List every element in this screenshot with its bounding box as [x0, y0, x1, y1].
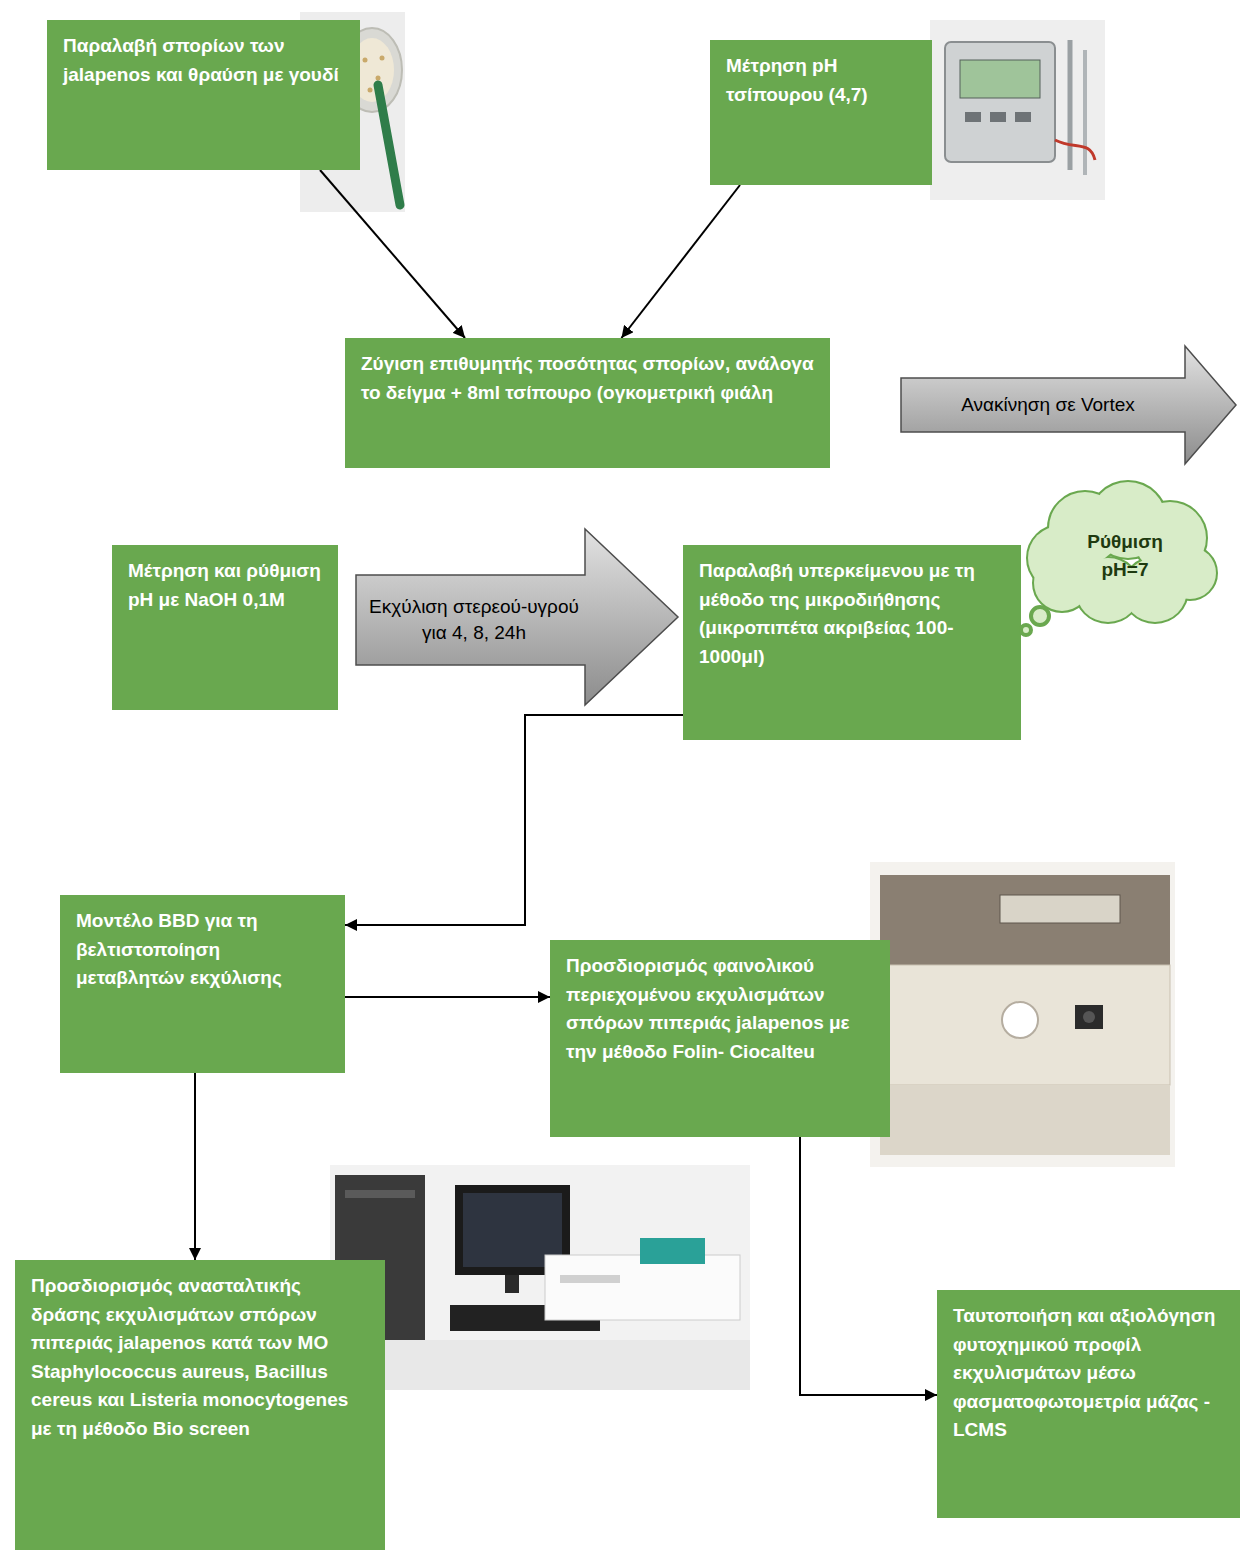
node-text: Ζύγιση επιθυμητής ποσότητας σπορίων, ανά…: [361, 350, 814, 407]
process-box: Ζύγιση επιθυμητής ποσότητας σπορίων, ανά…: [345, 338, 830, 468]
process-box: Μέτρηση και ρύθμιση pH με NaOH 0,1M: [112, 545, 338, 710]
flow-arrow: [345, 996, 550, 998]
text-area: Ανακίνηση σε Vortex: [914, 378, 1182, 432]
process-box: Παραλαβή σπορίων των jalapenos και θραύσ…: [47, 20, 360, 170]
flow-arrow: [320, 170, 465, 338]
node-text: Μέτρηση και ρύθμιση pH με NaOH 0,1M: [128, 557, 322, 614]
cloud-outline-part: [1034, 555, 1090, 611]
block-arrow-body: [356, 529, 678, 705]
cloud-outline: [1000, 478, 1218, 638]
text-area: Εκχύλιση στερεού-υγρού για 4, 8, 24h: [365, 575, 583, 665]
arrow-shape: Ανακίνηση σε Vortex: [900, 345, 1238, 465]
node-text: Παραλαβή σπορίων των jalapenos και θραύσ…: [63, 32, 344, 89]
ph-meter-photo: [930, 20, 1105, 200]
process-box: Προσδιορισμός ανασταλτικής δράσης εκχυλι…: [15, 1260, 385, 1550]
node-text: Εκχύλιση στερεού-υγρού για 4, 8, 24h: [365, 594, 583, 645]
process-box: Ταυτοποιήση και αξιολόγηση φυτοχημικού π…: [937, 1290, 1240, 1518]
bioscreen-photo: [330, 1165, 750, 1390]
spectrophotometer-photo: [870, 862, 1175, 1167]
flow-arrow: [194, 1073, 196, 1260]
node-text: Μοντέλο BBD για τη βελτιστοποίηση μεταβλ…: [76, 907, 329, 993]
text-area: Ρύθμιση pH=7: [1065, 523, 1185, 589]
block-arrow-body: [901, 346, 1236, 464]
process-box: Προσδιορισμός φαινολικού περιεχομένου εκ…: [550, 940, 890, 1137]
node-text: Προσδιορισμός φαινολικού περιεχομένου εκ…: [566, 952, 874, 1066]
node-text: Ανακίνηση σε Vortex: [961, 392, 1135, 418]
process-box: Μοντέλο BBD για τη βελτιστοποίηση μεταβλ…: [60, 895, 345, 1073]
flow-arrow: [621, 185, 740, 338]
node-text: Μέτρηση pH τσίπουρου (4,7): [726, 52, 916, 109]
flow-arrow: [800, 1137, 937, 1395]
flow-arrow: [345, 715, 683, 925]
node-text: Ταυτοποιήση και αξιολόγηση φυτοχημικού π…: [953, 1302, 1224, 1445]
node-text: Προσδιορισμός ανασταλτικής δράσης εκχυλι…: [31, 1272, 369, 1443]
arrow-shape: Εκχύλιση στερεού-υγρού για 4, 8, 24h: [355, 528, 680, 706]
process-box: Μέτρηση pH τσίπουρου (4,7): [710, 40, 932, 185]
node-text: Παραλαβή υπερκείμενου με τη μέθοδο της μ…: [699, 557, 1005, 671]
node-text: Ρύθμιση pH=7: [1065, 528, 1185, 583]
cloud-fill-part: [1034, 555, 1090, 611]
cloud-callout: Ρύθμιση pH=7: [1000, 478, 1218, 638]
cloud-outline-part: [1031, 607, 1049, 625]
cloud-outline-part: [1021, 625, 1031, 635]
process-box: Παραλαβή υπερκείμενου με τη μέθοδο της μ…: [683, 545, 1021, 740]
